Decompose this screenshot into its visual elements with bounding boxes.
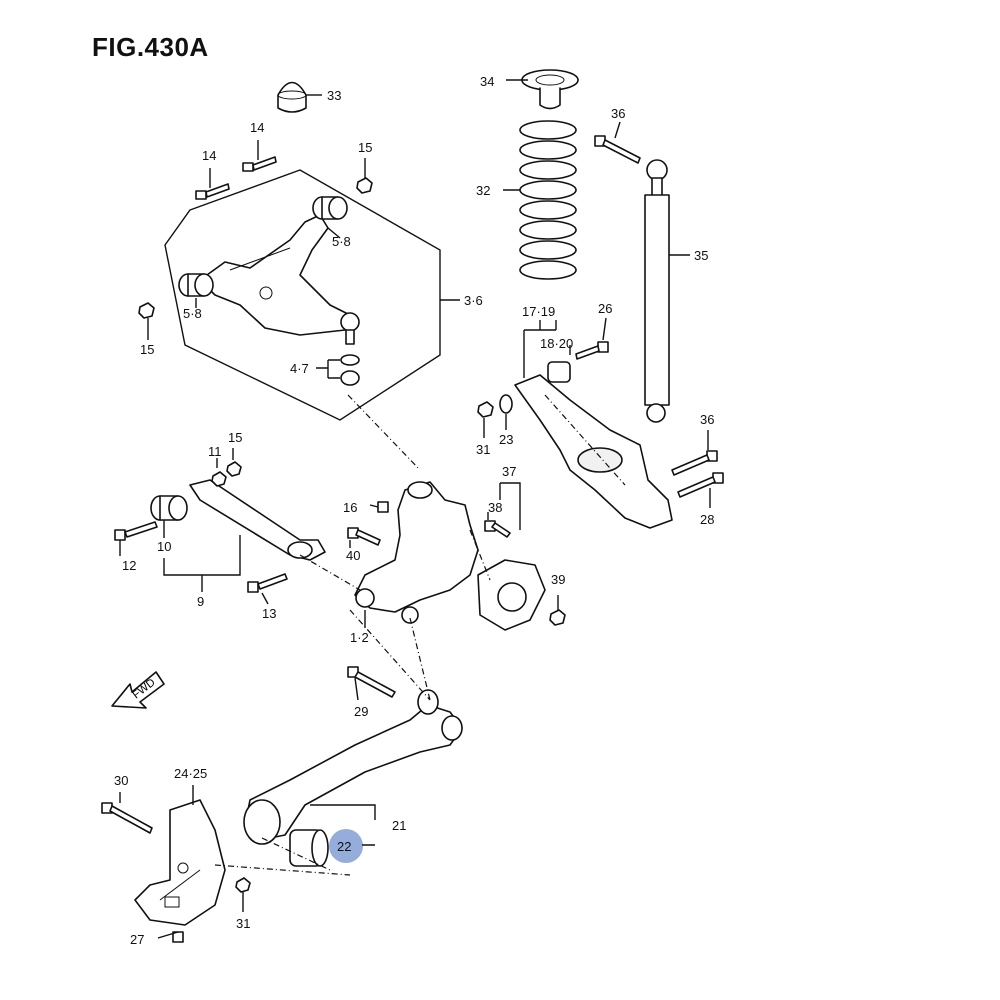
callout-26: 26 bbox=[598, 301, 612, 316]
trailing-arm-bracket[interactable] bbox=[134, 799, 226, 926]
upper-arm-group-frame bbox=[164, 169, 441, 421]
bump-stop[interactable] bbox=[277, 81, 307, 113]
nut-15-mid[interactable] bbox=[226, 461, 242, 477]
callout-36-lower: 36 bbox=[700, 412, 714, 427]
callout-14-upper: 14 bbox=[250, 120, 264, 135]
callout-5-8-left: 5·8 bbox=[183, 306, 202, 321]
callout-17-19: 17·19 bbox=[522, 304, 555, 319]
callout-38: 38 bbox=[488, 500, 502, 515]
nut-4-7[interactable] bbox=[340, 354, 360, 386]
callout-18-20: 18·20 bbox=[540, 336, 573, 351]
callout-35: 35 bbox=[694, 248, 708, 263]
bolt-16[interactable] bbox=[377, 501, 389, 513]
shock-absorber[interactable] bbox=[644, 159, 670, 423]
nut-11[interactable] bbox=[211, 471, 227, 487]
nut-31-lower[interactable] bbox=[235, 877, 251, 893]
bolt-12[interactable] bbox=[114, 521, 158, 541]
fwd-arrow: FWD bbox=[111, 671, 165, 709]
callout-5-8-right: 5·8 bbox=[332, 234, 351, 249]
nut-15-top[interactable] bbox=[356, 177, 373, 194]
callout-15-left: 15 bbox=[140, 342, 154, 357]
bolt-29[interactable] bbox=[347, 666, 396, 698]
hub-flange[interactable] bbox=[477, 559, 546, 631]
figure-title: FIG.430A bbox=[92, 32, 209, 62]
bolt-14-left[interactable] bbox=[195, 183, 230, 200]
ball-joint[interactable] bbox=[340, 312, 360, 345]
nut-31-right[interactable] bbox=[477, 401, 494, 418]
coil-spring[interactable] bbox=[519, 120, 577, 280]
callout-1-2: 1·2 bbox=[350, 630, 369, 645]
callout-34: 34 bbox=[480, 74, 494, 89]
callout-33: 33 bbox=[327, 88, 341, 103]
callout-31-right: 31 bbox=[476, 442, 490, 457]
leader-lines bbox=[119, 79, 711, 939]
callout-3-6: 3·6 bbox=[464, 293, 483, 308]
callout-29: 29 bbox=[354, 704, 368, 719]
bolt-38[interactable] bbox=[484, 520, 511, 538]
knuckle[interactable] bbox=[354, 481, 479, 624]
callout-23: 23 bbox=[499, 432, 513, 447]
nut-39[interactable] bbox=[549, 609, 566, 626]
bolt-26[interactable] bbox=[575, 341, 609, 360]
callout-24-25: 24·25 bbox=[174, 766, 207, 781]
callout-9: 9 bbox=[197, 594, 204, 609]
bushing-18-20[interactable] bbox=[547, 361, 571, 383]
bolt-40[interactable] bbox=[347, 527, 381, 546]
bolt-30[interactable] bbox=[101, 802, 153, 834]
lateral-link[interactable] bbox=[189, 479, 326, 561]
bolt-14-upper[interactable] bbox=[242, 156, 277, 172]
callout-36-top: 36 bbox=[611, 106, 625, 121]
callout-labels: 33 14 14 15 5·8 5·8 15 3·6 4·7 34 32 36 … bbox=[114, 74, 714, 947]
bushing-upper-arm-right[interactable] bbox=[312, 196, 348, 220]
bushing-22[interactable] bbox=[289, 829, 329, 867]
callout-39: 39 bbox=[551, 572, 565, 587]
bolt-36-lower[interactable] bbox=[671, 450, 718, 476]
bushing-upper-arm-left[interactable] bbox=[178, 273, 214, 297]
callout-27: 27 bbox=[130, 932, 144, 947]
bushing-10[interactable] bbox=[150, 495, 188, 521]
washer-23[interactable] bbox=[499, 394, 513, 414]
callout-40: 40 bbox=[346, 548, 360, 563]
nut-15-left[interactable] bbox=[138, 302, 155, 319]
callout-16: 16 bbox=[343, 500, 357, 515]
spring-seat[interactable] bbox=[521, 69, 579, 110]
callout-30: 30 bbox=[114, 773, 128, 788]
upper-control-arm[interactable] bbox=[199, 214, 351, 336]
callout-28: 28 bbox=[700, 512, 714, 527]
callout-4-7: 4·7 bbox=[290, 361, 309, 376]
callout-32: 32 bbox=[476, 183, 490, 198]
callout-31-lower: 31 bbox=[236, 916, 250, 931]
trailing-arm[interactable] bbox=[243, 689, 463, 845]
callout-15-mid: 15 bbox=[228, 430, 242, 445]
lower-control-arm[interactable] bbox=[514, 374, 673, 529]
bolt-36-top[interactable] bbox=[594, 135, 641, 164]
bolt-28[interactable] bbox=[677, 472, 724, 498]
callout-11: 11 bbox=[208, 444, 222, 459]
callout-10: 10 bbox=[157, 539, 171, 554]
callout-13: 13 bbox=[262, 606, 276, 621]
callout-12: 12 bbox=[122, 558, 136, 573]
highlight-marker-22[interactable] bbox=[329, 829, 363, 863]
bolt-13[interactable] bbox=[247, 573, 288, 593]
callout-21: 21 bbox=[392, 818, 406, 833]
callout-14-left: 14 bbox=[202, 148, 216, 163]
callout-15-top: 15 bbox=[358, 140, 372, 155]
reference-lines bbox=[214, 394, 626, 876]
callout-22[interactable]: 22 bbox=[337, 839, 351, 854]
callout-37: 37 bbox=[502, 464, 516, 479]
